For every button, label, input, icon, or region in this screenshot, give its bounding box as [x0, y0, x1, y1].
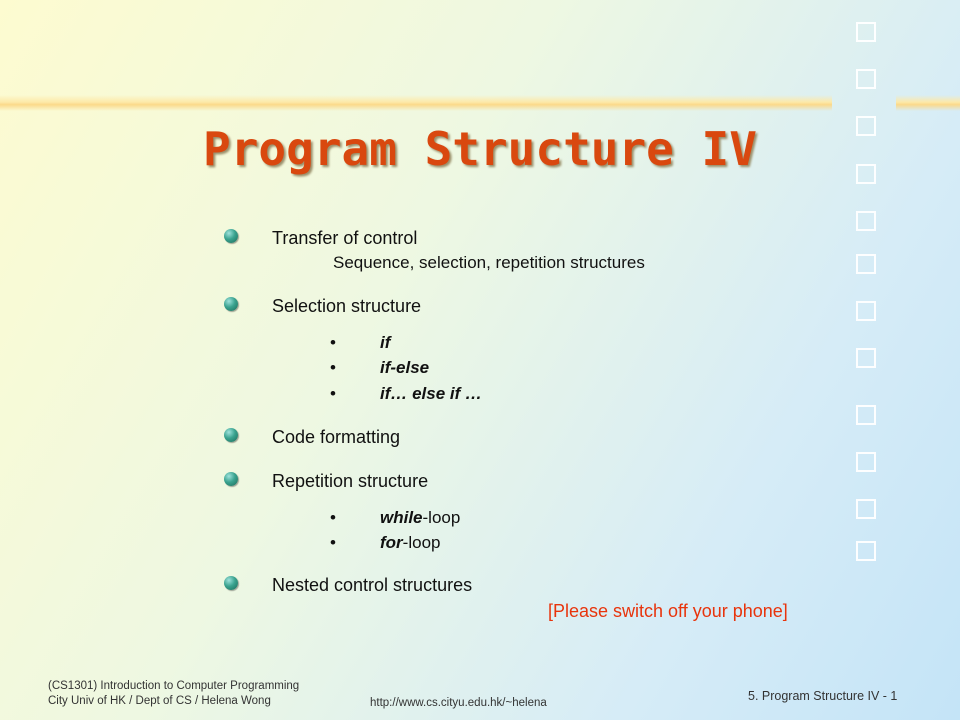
decorative-square	[856, 69, 876, 89]
sphere-bullet-icon	[224, 297, 238, 311]
sub-bullet-dot: •	[330, 333, 336, 352]
slide-title: Program Structure IV	[203, 122, 757, 176]
decorative-square	[856, 405, 876, 425]
decorative-square	[856, 452, 876, 472]
sub-bullet-dot: •	[330, 508, 336, 527]
sphere-bullet-icon	[224, 229, 238, 243]
bullet-text: Code formatting	[272, 427, 401, 447]
decorative-square	[856, 211, 876, 231]
footer-dept: City Univ of HK / Dept of CS / Helena Wo…	[48, 695, 271, 707]
sphere-bullet-icon	[224, 472, 238, 486]
decorative-top-bar	[0, 95, 832, 111]
footer-course: (CS1301) Introduction to Computer Progra…	[48, 680, 300, 692]
bullet-text: Nested control structures	[272, 575, 473, 595]
sub-bullet-dot: •	[330, 533, 336, 552]
decorative-square	[856, 541, 876, 561]
footer-url: http://www.cs.cityu.edu.hk/~helena	[370, 697, 547, 709]
sub-bullet-text: for-loop	[380, 533, 441, 552]
sub-bullet-dot: •	[330, 358, 336, 377]
sub-bullet-text: if… else if …	[380, 384, 483, 403]
decorative-square	[856, 348, 876, 368]
bullet-detail: Sequence, selection, repetition structur…	[333, 253, 645, 272]
decorative-square	[856, 164, 876, 184]
phone-notice: [Please switch off your phone]	[548, 601, 788, 621]
bullet-text: Repetition structure	[272, 471, 429, 491]
sub-bullet-text: if-else	[380, 358, 430, 377]
decorative-square	[856, 254, 876, 274]
decorative-right-bar	[896, 95, 960, 111]
decorative-square	[856, 22, 876, 42]
bullet-text: Transfer of control	[272, 228, 418, 248]
sphere-bullet-icon	[224, 576, 238, 590]
decorative-square	[856, 499, 876, 519]
sub-bullet-text: while-loop	[380, 508, 461, 527]
footer-page-number: 5. Program Structure IV - 1	[748, 689, 898, 703]
decorative-square	[856, 116, 876, 136]
sub-bullet-text: if	[380, 333, 391, 352]
decorative-square	[856, 301, 876, 321]
sub-bullet-dot: •	[330, 384, 336, 403]
bullet-text: Selection structure	[272, 296, 422, 316]
sphere-bullet-icon	[224, 428, 238, 442]
